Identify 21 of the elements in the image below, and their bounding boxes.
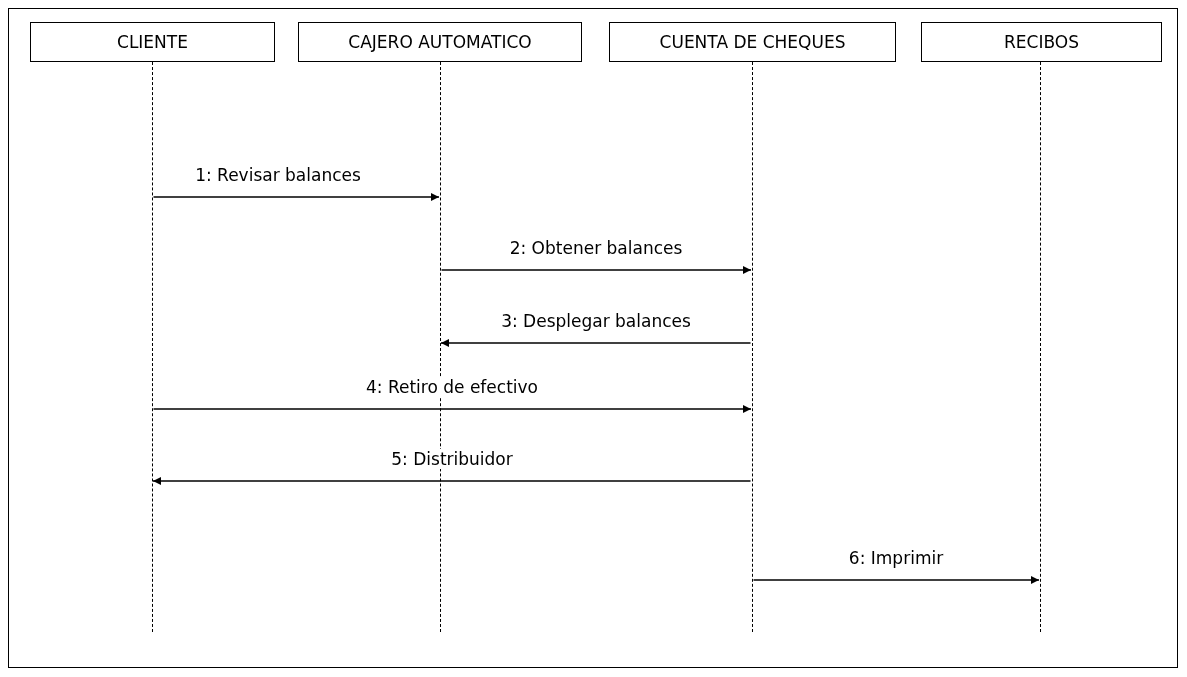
- participant-name: CLIENTE: [117, 32, 188, 52]
- participant-name: RECIBOS: [1004, 32, 1079, 52]
- message-label: 5: Distribuidor: [389, 449, 515, 469]
- lifeline: [1040, 62, 1041, 632]
- message-label: 6: Imprimir: [846, 548, 946, 568]
- message-arrow: [752, 576, 1040, 584]
- message-label: 4: Retiro de efectivo: [364, 377, 540, 397]
- message-arrow: [152, 193, 440, 201]
- participant-name: CUENTA DE CHEQUES: [659, 32, 846, 52]
- participant-box: [30, 22, 275, 62]
- message-arrow: [440, 266, 752, 274]
- participant-name: CAJERO AUTOMATICO: [348, 32, 532, 52]
- lifeline: [152, 62, 153, 632]
- message-label: 3: Desplegar balances: [499, 311, 693, 331]
- message-arrow: [440, 339, 752, 347]
- lifeline: [752, 62, 753, 632]
- participant-box: [298, 22, 582, 62]
- participant-box: [609, 22, 896, 62]
- message-arrow: [152, 477, 752, 485]
- message-arrow: [152, 405, 752, 413]
- participant-box: [921, 22, 1162, 62]
